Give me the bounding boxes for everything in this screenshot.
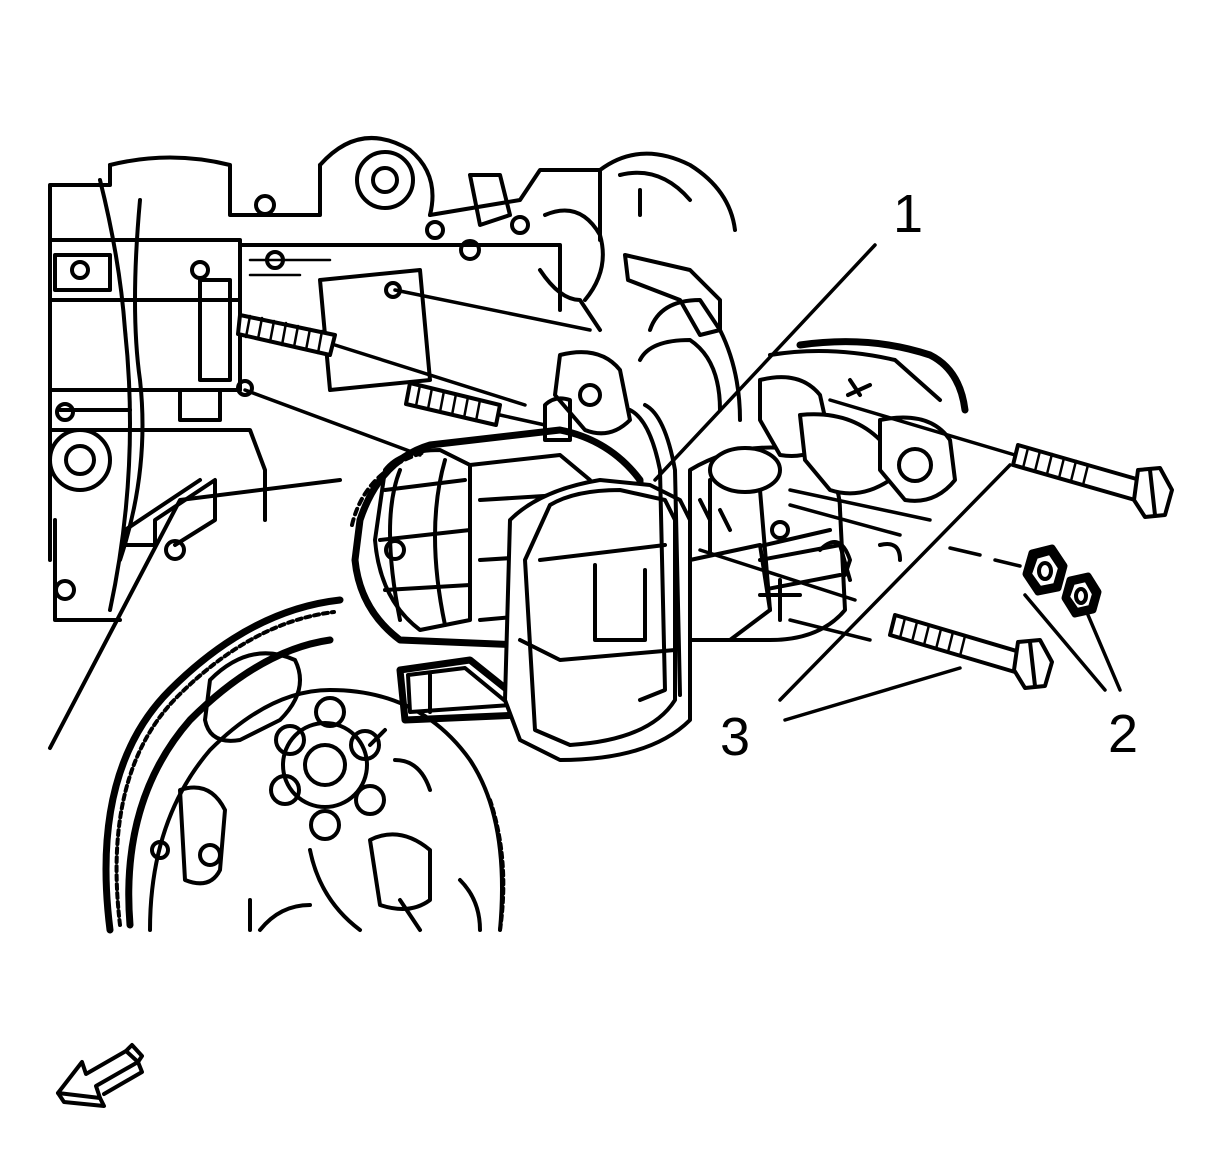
starter-bolts: [888, 443, 1174, 690]
callout-2-label: 2: [1108, 704, 1138, 764]
callout-3-label: 3: [720, 707, 750, 767]
starter-nuts: [1022, 544, 1102, 618]
mounting-studs: [236, 281, 592, 457]
callout-leaders: [653, 243, 1122, 722]
break-line: [48, 478, 342, 750]
view-direction-arrow-icon: [56, 1043, 144, 1108]
callout-1-label: 1: [893, 184, 923, 244]
starter-motor: [350, 253, 969, 762]
alignment-lines: [698, 398, 1022, 642]
flywheel: [102, 596, 506, 934]
